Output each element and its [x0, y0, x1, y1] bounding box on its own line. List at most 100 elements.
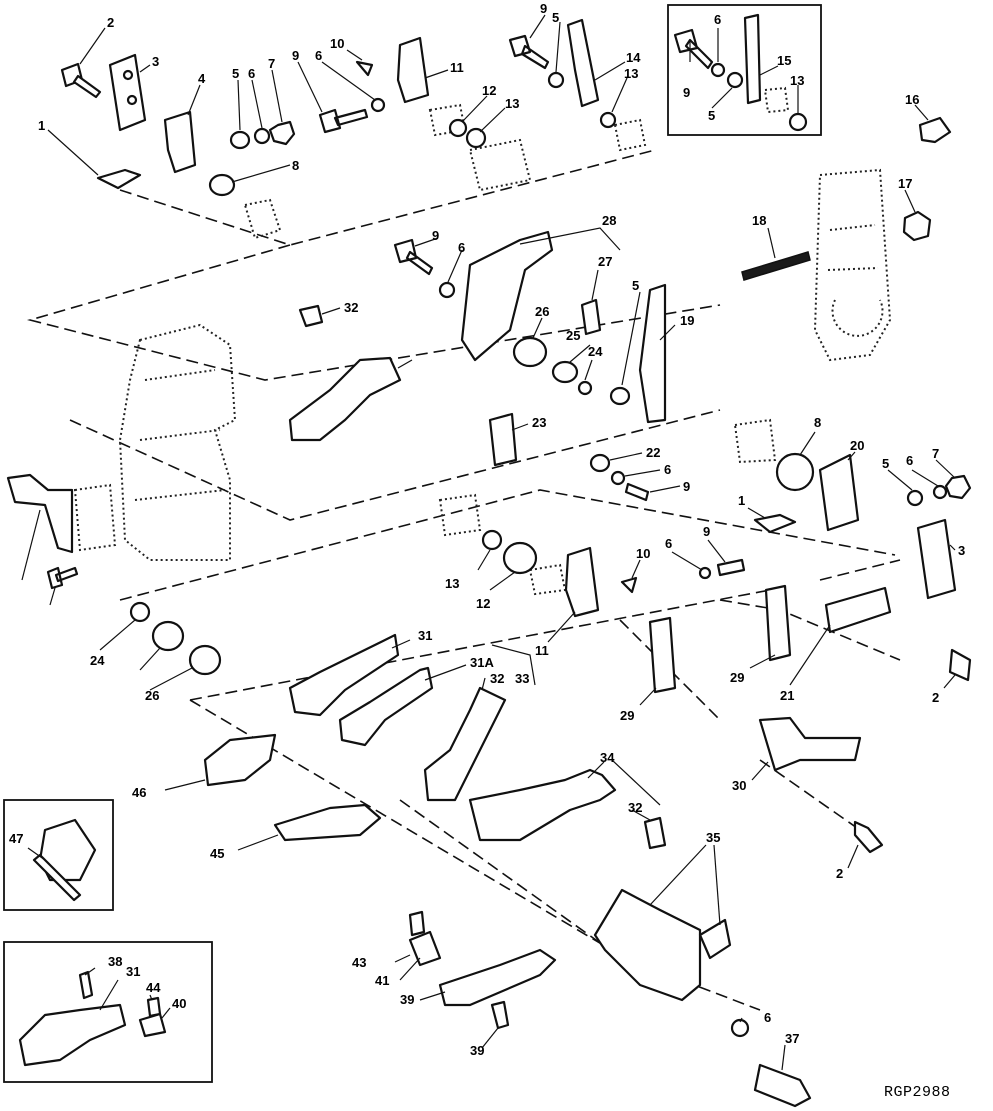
screw-part [146, 996, 162, 1018]
callout-label: 7 [932, 446, 939, 461]
callout-label: 15 [777, 53, 791, 68]
threaded-rod-part [741, 251, 811, 281]
washer-part [698, 566, 712, 580]
callout-label: 6 [248, 66, 255, 81]
callout-label: 33 [515, 671, 529, 686]
bracket-part [163, 110, 197, 174]
callout-label: 24 [90, 653, 105, 668]
figure-reference-code: RGP2988 [884, 1084, 951, 1101]
shaft-part [32, 853, 82, 902]
callout-label: 1 [738, 493, 745, 508]
callout-label: 20 [850, 438, 864, 453]
callout-label: 5 [552, 10, 559, 25]
callout-label: 9 [683, 85, 690, 100]
link-part [438, 948, 557, 1007]
callout-label: 5 [708, 108, 715, 123]
callout-label: 11 [535, 643, 549, 658]
inset-box-left [3, 799, 114, 911]
callout-label: 8 [292, 158, 299, 173]
adjusting-plate-part [764, 584, 792, 662]
bolt-part [624, 482, 650, 502]
callout-label: 2 [932, 690, 939, 705]
callout-label: 14 [626, 50, 641, 65]
screw-part [643, 816, 667, 850]
bolt-part [716, 558, 746, 577]
link-plate-part [916, 518, 957, 600]
lever-assembly-part [460, 230, 554, 362]
washer-part [610, 470, 626, 486]
callout-label: 5 [632, 278, 639, 293]
swivel-part [138, 1012, 167, 1038]
callout-label: 44 [146, 980, 161, 995]
callout-label: 45 [210, 846, 224, 861]
callout-label: 17 [898, 176, 912, 191]
washer-part [370, 97, 386, 113]
spacer-part [589, 453, 611, 473]
clevis-part [564, 546, 600, 618]
o-ring-part [577, 380, 593, 396]
callout-label: 21 [780, 688, 794, 703]
callout-label: 25 [566, 328, 580, 343]
spring-part [551, 360, 579, 384]
callout-label: 9 [683, 479, 690, 494]
callout-label: 10 [330, 36, 344, 51]
callout-label: 41 [375, 973, 389, 988]
callout-label: 5 [882, 456, 889, 471]
bolt-part [298, 304, 324, 328]
callout-label: 24 [588, 344, 603, 359]
washer-part [710, 62, 726, 78]
callout-label: 2 [836, 866, 843, 881]
lever-part [96, 168, 142, 190]
washer-part [229, 130, 251, 150]
clip-part [78, 970, 94, 1000]
bolt-part [508, 34, 550, 70]
bolt-part [753, 1063, 812, 1108]
screw-part [580, 298, 602, 336]
callout-label: 13 [445, 576, 459, 591]
inset-box-top-right [667, 4, 822, 136]
bracket-part [203, 733, 277, 787]
callout-label: 28 [602, 213, 616, 228]
callout-label: 30 [732, 778, 746, 793]
callout-label: 26 [535, 304, 549, 319]
callout-label: 29 [730, 670, 744, 685]
callout-label: 38 [108, 954, 122, 969]
clevis-part [396, 36, 430, 104]
callout-label: 6 [906, 453, 913, 468]
callout-label: 16 [905, 92, 919, 107]
lever-part [753, 513, 797, 534]
callout-label: 39 [470, 1043, 484, 1058]
washer-part [730, 1018, 750, 1038]
washer-part [906, 489, 924, 507]
callout-labels: 2 3 1 4 5 6 7 8 9 6 10 11 12 13 9 5 14 1… [9, 1, 965, 1058]
link-part [273, 803, 382, 842]
nut-part [944, 474, 972, 500]
pin-part [355, 60, 374, 77]
callout-label: 6 [315, 48, 322, 63]
o-ring-part [465, 127, 487, 149]
pin-part [620, 576, 638, 594]
throttle-lever-part [288, 633, 400, 717]
callout-label: 32 [344, 300, 358, 315]
bolt-part [60, 62, 102, 99]
callout-label: 37 [785, 1031, 799, 1046]
lever-assembly-part [423, 686, 507, 802]
bolt-part [853, 820, 884, 854]
callout-label: 5 [232, 66, 239, 81]
spacer-part [775, 452, 815, 492]
callout-label: 1 [38, 118, 45, 133]
screw-part [46, 566, 79, 590]
o-ring-part [599, 111, 617, 129]
nut-part [268, 120, 296, 146]
callout-label: 32 [490, 671, 504, 686]
callout-label: 32 [628, 800, 642, 815]
callout-label: 9 [432, 228, 439, 243]
clip-part [490, 1000, 510, 1030]
callout-label: 6 [714, 12, 721, 27]
bushing-part [502, 541, 538, 575]
callout-label: 19 [680, 313, 694, 328]
lever-assembly-part [468, 768, 617, 842]
callout-label: 12 [482, 83, 496, 98]
callout-label: 35 [706, 830, 720, 845]
